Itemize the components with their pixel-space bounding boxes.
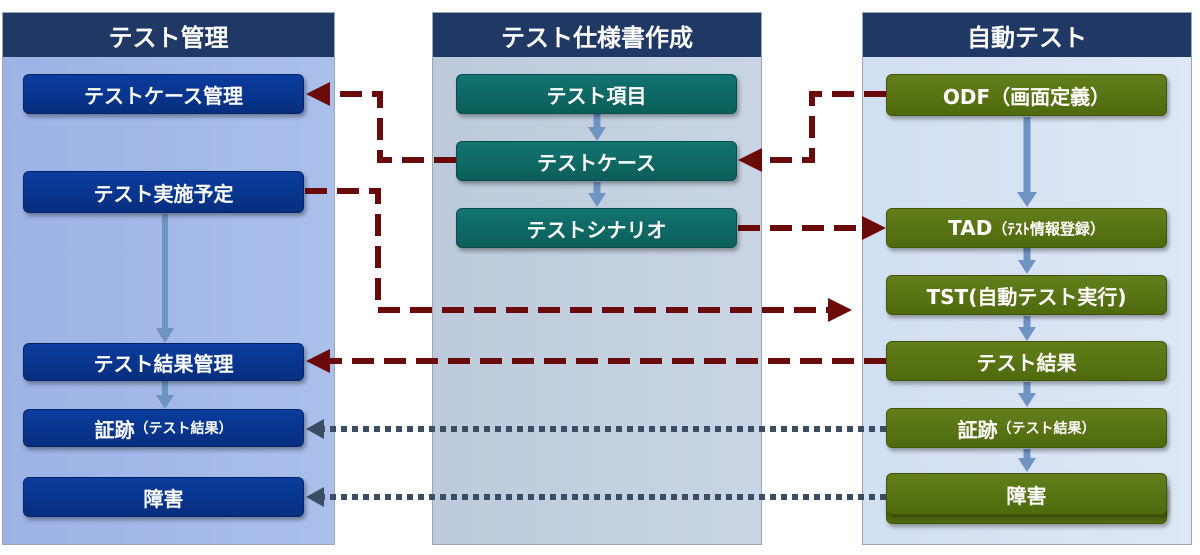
schedule-to-tst-head	[828, 298, 852, 322]
test-spec-body	[433, 57, 761, 544]
test-management-panel: テスト管理	[2, 12, 335, 545]
defect-box-right[interactable]: 障害	[886, 473, 1167, 515]
odf-box[interactable]: ODF（画面定義）	[886, 74, 1167, 116]
test-schedule-box[interactable]: テスト実施予定	[23, 171, 304, 213]
tst-box[interactable]: TST(自動テスト実行)	[886, 275, 1167, 315]
evidence-label-left: 証跡	[94, 417, 135, 442]
test-case-management-box[interactable]: テストケース管理	[23, 74, 304, 114]
tad-note: （ﾃｽﾄ情報登録）	[992, 219, 1105, 238]
tad-label: TAD	[948, 216, 993, 240]
auto-test-header: 自動テスト	[863, 13, 1191, 57]
test-items-box[interactable]: テスト項目	[456, 74, 737, 114]
evidence-note-right: （テスト結果）	[997, 421, 1096, 437]
defect-box-left[interactable]: 障害	[23, 477, 304, 517]
test-management-header: テスト管理	[3, 13, 334, 57]
evidence-box-right[interactable]: 証跡（テスト結果）	[886, 408, 1167, 448]
test-spec-header: テスト仕様書作成	[433, 13, 761, 57]
evidence-note-left: （テスト結果）	[134, 421, 233, 437]
evidence-box-left[interactable]: 証跡（テスト結果）	[23, 409, 304, 447]
tad-box[interactable]: TAD（ﾃｽﾄ情報登録）	[886, 208, 1167, 248]
test-scenario-box[interactable]: テストシナリオ	[456, 208, 737, 248]
test-result-box[interactable]: テスト結果	[886, 341, 1167, 381]
test-result-management-box[interactable]: テスト結果管理	[23, 343, 304, 381]
test-case-box[interactable]: テストケース	[456, 141, 737, 181]
test-management-body	[3, 57, 334, 544]
evidence-label-right: 証跡	[957, 417, 998, 442]
